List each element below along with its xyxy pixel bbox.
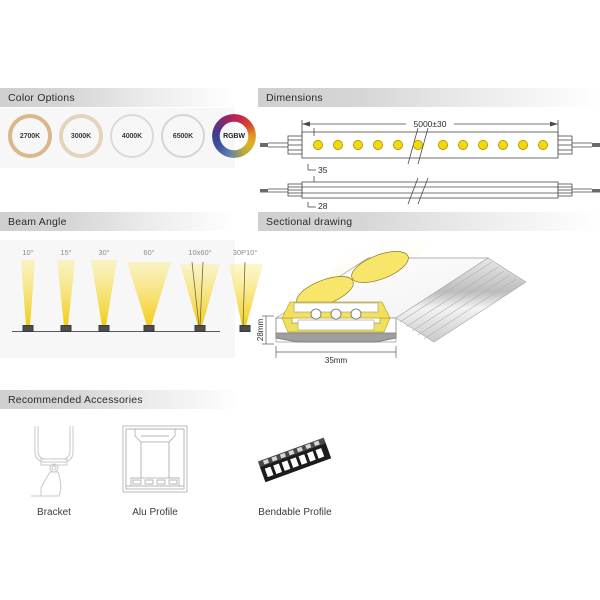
color-option-2700k[interactable]: 2700K [8,114,52,158]
color-ring-rgbw [212,114,256,158]
color-option-3000k[interactable]: 3000K [59,114,103,158]
color-option-rgbw[interactable]: RGBW [212,114,256,158]
bendable-profile-icon [257,437,332,483]
beam-angle-panel: 10° 15° [0,240,263,358]
dimension-length-label: 5000±30 [413,119,446,129]
color-option-label: 2700K [19,132,41,140]
dimensions-drawing: 5000±30 35 28 [258,108,600,211]
accessory-bendable-profile[interactable]: Bendable Profile [240,422,350,527]
beam-angle-diagram: 10° 15° [8,248,263,350]
accessories-list: Bracket Alu Pr [0,410,600,525]
dimension-height-label: 28 [318,201,328,211]
color-option-6500k[interactable]: 6500K [161,114,205,158]
color-ring-6500k [161,114,205,158]
beam-cone-60 [127,262,171,326]
accessory-alu-profile[interactable]: Alu Profile [110,422,200,527]
section-title-sectional-drawing: Sectional drawing [266,215,353,228]
section-title-color-options: Color Options [8,91,75,104]
accessory-bracket[interactable]: Bracket [4,422,104,527]
bracket-icon [31,426,74,497]
sectional-svg: 28mm 35mm [256,238,527,365]
beam-fixture-base [60,325,72,332]
color-ring-2700k [8,114,52,158]
accessory-label: Bendable Profile [258,507,332,518]
led-dot-group [313,140,548,150]
section-header-beam-angle: Beam Angle [0,212,235,231]
section-height-label: 28mm [256,319,265,342]
section-title-beam-angle: Beam Angle [8,215,67,228]
color-ring-3000k [59,114,103,158]
section-header-dimensions: Dimensions [258,88,600,107]
accessory-label: Alu Profile [132,507,178,518]
dimension-width-label: 35 [318,165,328,175]
section-title-accessories: Recommended Accessories [8,393,143,406]
beam-fixture-base [22,325,34,332]
beam-label: 30P10° [232,248,258,257]
beam-label: 30° [98,248,110,257]
beam-ground-line [12,331,220,332]
color-option-4000k[interactable]: 4000K [110,114,154,158]
section-title-dimensions: Dimensions [266,91,323,104]
dimensions-svg: 5000±30 35 28 [260,119,600,211]
color-option-label: 6500K [172,132,194,140]
alu-profile-icon [122,425,188,493]
beam-fixture-base [239,325,251,332]
section-header-color-options: Color Options [0,88,235,107]
beam-label: 15° [60,248,72,257]
beam-label: 10° [22,248,34,257]
beam-cone-10 [21,260,35,326]
beam-fixture-base [143,325,155,332]
accessory-label: Bracket [37,507,71,518]
beam-cone-30 [91,260,117,326]
color-ring-4000k [110,114,154,158]
sectional-drawing: 28mm 35mm [256,230,600,375]
beam-cone-15 [57,260,75,326]
color-options-panel: 2700K 3000K 4000K 6500K RGBW [0,108,256,168]
section-width-label: 35mm [325,356,348,365]
section-header-sectional-drawing: Sectional drawing [258,212,600,231]
beam-cone-30p10 [229,261,263,327]
section-header-accessories: Recommended Accessories [0,390,240,409]
color-option-label: 3000K [70,132,92,140]
color-option-label: 4000K [121,132,143,140]
beam-label: 60° [143,248,155,257]
color-option-label: RGBW [223,132,245,140]
beam-label: 10x60° [188,248,212,257]
beam-cone-10x60 [180,261,220,327]
beam-fixture-base [98,325,110,332]
color-options-list: 2700K 3000K 4000K 6500K RGBW [8,114,256,158]
beam-fixture-base [194,325,206,332]
